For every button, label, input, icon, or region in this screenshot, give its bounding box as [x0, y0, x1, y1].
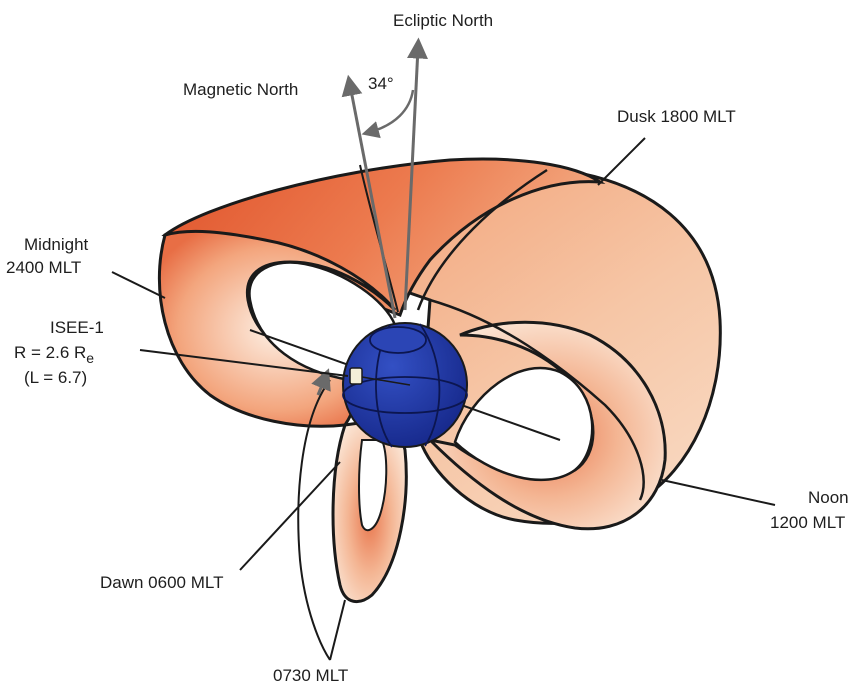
magnetic-north-label: Magnetic North — [183, 80, 298, 99]
ecliptic-north-label: Ecliptic North — [393, 11, 493, 30]
spacecraft-body — [350, 368, 362, 384]
tilt-angle-label: 34° — [368, 74, 394, 93]
isee-label-line2: R = 2.6 Re — [14, 343, 94, 366]
earth-polar-cap — [370, 327, 426, 353]
isee-label-line1: ISEE-1 — [50, 318, 104, 337]
noon-label-line2: 1200 MLT — [770, 513, 845, 532]
earth — [343, 323, 467, 447]
dawn-leader — [240, 462, 340, 570]
dawn-label: Dawn 0600 MLT — [100, 573, 223, 592]
noon-leader — [662, 480, 775, 505]
midnight-label-line1: Midnight — [24, 235, 89, 254]
orbit-time-leader — [330, 600, 345, 660]
tilt-angle-arc — [370, 90, 413, 132]
dusk-leader — [598, 138, 645, 185]
dusk-label: Dusk 1800 MLT — [617, 107, 736, 126]
noon-label-line1: Noon — [808, 488, 849, 507]
isee-radius-subscript: e — [86, 350, 94, 366]
isee-label-line3: (L = 6.7) — [24, 368, 87, 387]
midnight-leader — [112, 272, 165, 298]
orbit-time-label: 0730 MLT — [273, 666, 348, 685]
isee-radius-text: R = 2.6 R — [14, 343, 86, 362]
midnight-label-line2: 2400 MLT — [6, 258, 81, 277]
